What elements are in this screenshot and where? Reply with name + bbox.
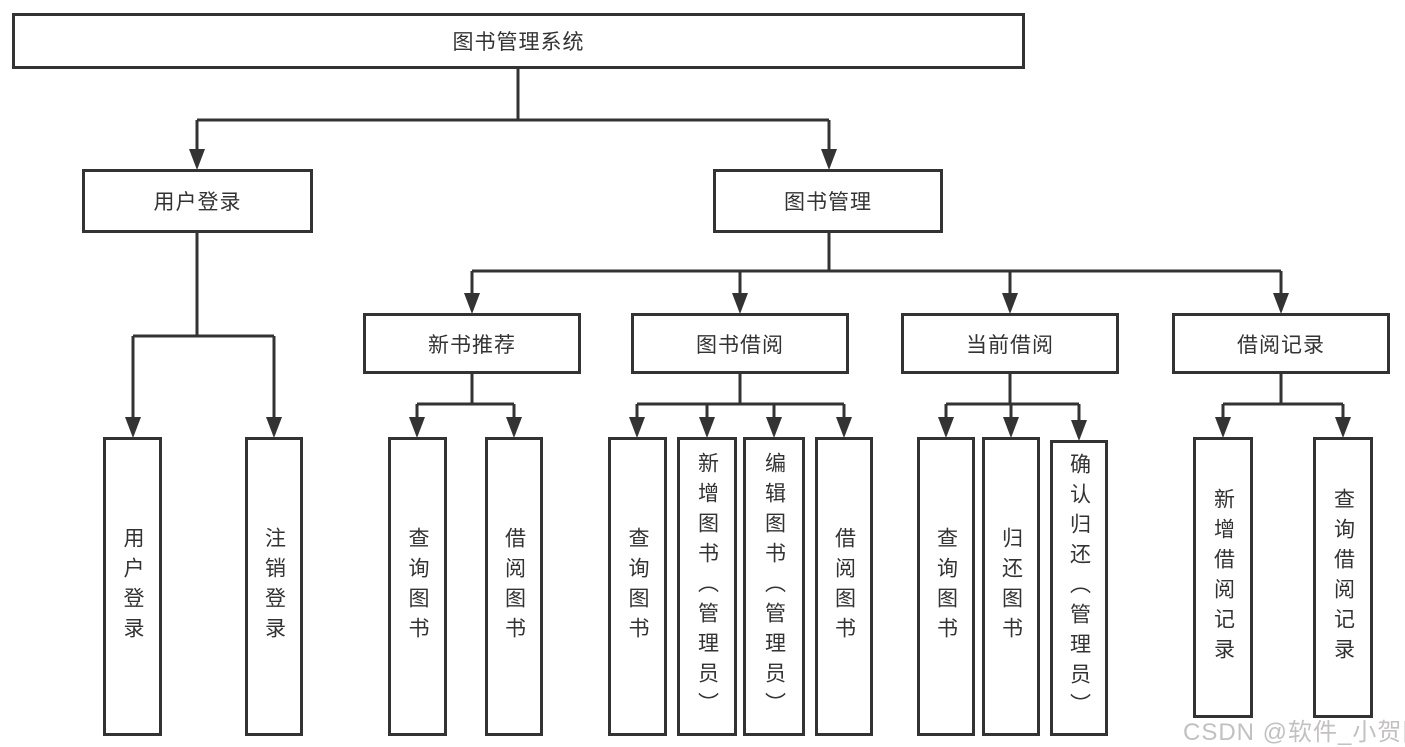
node-new-book-recommend: 新书推荐 — [363, 313, 581, 374]
node-label: 借阅图书 — [502, 526, 526, 647]
leaf-edit-book-admin: 编辑图书（管理员） — [743, 437, 805, 736]
leaf-query-borrow-record: 查询借阅记录 — [1313, 437, 1373, 718]
node-label: 新增图书（管理员） — [695, 451, 719, 722]
node-label: 用户登录 — [121, 526, 145, 647]
node-current-borrowing: 当前借阅 — [901, 313, 1119, 374]
leaf-add-book-admin: 新增图书（管理员） — [677, 437, 737, 736]
leaf-query-books-current: 查询图书 — [917, 437, 975, 736]
node-label: 查询图书 — [406, 526, 430, 647]
node-label: 当前借阅 — [966, 333, 1054, 357]
leaf-borrow-books-borrowing: 借阅图书 — [815, 437, 873, 736]
node-label: 查询图书 — [934, 526, 958, 647]
node-label: 确认归还（管理员） — [1067, 453, 1091, 723]
node-label: 查询图书 — [626, 526, 650, 647]
node-borrowing-records: 借阅记录 — [1172, 313, 1390, 374]
leaf-user-login: 用户登录 — [103, 437, 162, 736]
leaf-borrow-books-recommend: 借阅图书 — [485, 437, 543, 736]
node-label: 图书管理系统 — [452, 31, 585, 54]
node-library-management-system: 图书管理系统 — [12, 13, 1025, 69]
node-user-login: 用户登录 — [82, 169, 313, 233]
node-label: 编辑图书（管理员） — [762, 451, 786, 722]
node-label: 新书推荐 — [428, 333, 516, 357]
node-label: 注销登录 — [262, 526, 286, 647]
node-label: 借阅图书 — [832, 526, 856, 647]
csdn-watermark: CSDN @软件_小贺同学 — [1183, 719, 1405, 746]
node-label: 归还图书 — [999, 526, 1023, 647]
node-book-management: 图书管理 — [713, 169, 943, 233]
node-label: 图书借阅 — [696, 333, 784, 357]
node-label: 图书管理 — [784, 191, 872, 214]
leaf-query-books-recommend: 查询图书 — [388, 437, 447, 736]
node-label: 借阅记录 — [1237, 333, 1325, 357]
leaf-return-book: 归还图书 — [982, 437, 1040, 736]
leaf-add-borrow-record: 新增借阅记录 — [1193, 437, 1253, 718]
node-label: 用户登录 — [153, 191, 242, 214]
node-label: 查询借阅记录 — [1331, 487, 1355, 668]
node-label: 新增借阅记录 — [1211, 487, 1235, 668]
node-book-borrowing: 图书借阅 — [631, 313, 849, 374]
leaf-query-books-borrowing: 查询图书 — [608, 437, 667, 736]
leaf-logout: 注销登录 — [245, 437, 303, 736]
arrowheads — [125, 149, 1351, 441]
leaf-confirm-return-admin: 确认归还（管理员） — [1050, 440, 1108, 736]
